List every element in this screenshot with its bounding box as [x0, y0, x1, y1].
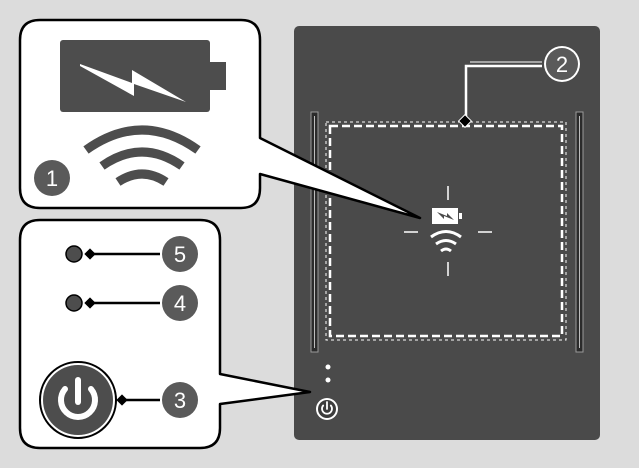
callout-badge-1: 1: [34, 160, 70, 196]
svg-text:3: 3: [174, 388, 186, 413]
svg-text:2: 2: [556, 52, 568, 77]
device-power-button[interactable]: [316, 398, 338, 420]
callout-bubble-charging: 1: [18, 18, 422, 220]
callout-badge-4: 4: [162, 285, 198, 321]
indicator-led-icon: [65, 245, 83, 263]
center-charging-icon: [404, 186, 492, 276]
svg-text:5: 5: [174, 242, 186, 267]
power-icon: [58, 377, 98, 420]
callout-charging-area: 2: [457, 46, 580, 129]
charger-device: [294, 26, 600, 440]
svg-text:4: 4: [174, 291, 186, 316]
callout-badge-3: 3: [162, 382, 198, 418]
wireless-charging-icon: [83, 125, 201, 186]
indicator-led-icon: [65, 294, 83, 312]
svg-text:1: 1: [46, 166, 58, 191]
power-button[interactable]: [39, 361, 117, 439]
battery-charging-icon: [60, 40, 226, 112]
callout-badge-5: 5: [162, 236, 198, 272]
charging-area: [328, 124, 564, 338]
callout-badge-2: 2: [544, 46, 580, 82]
callout-bubble-controls: 5 4 3: [18, 218, 312, 450]
